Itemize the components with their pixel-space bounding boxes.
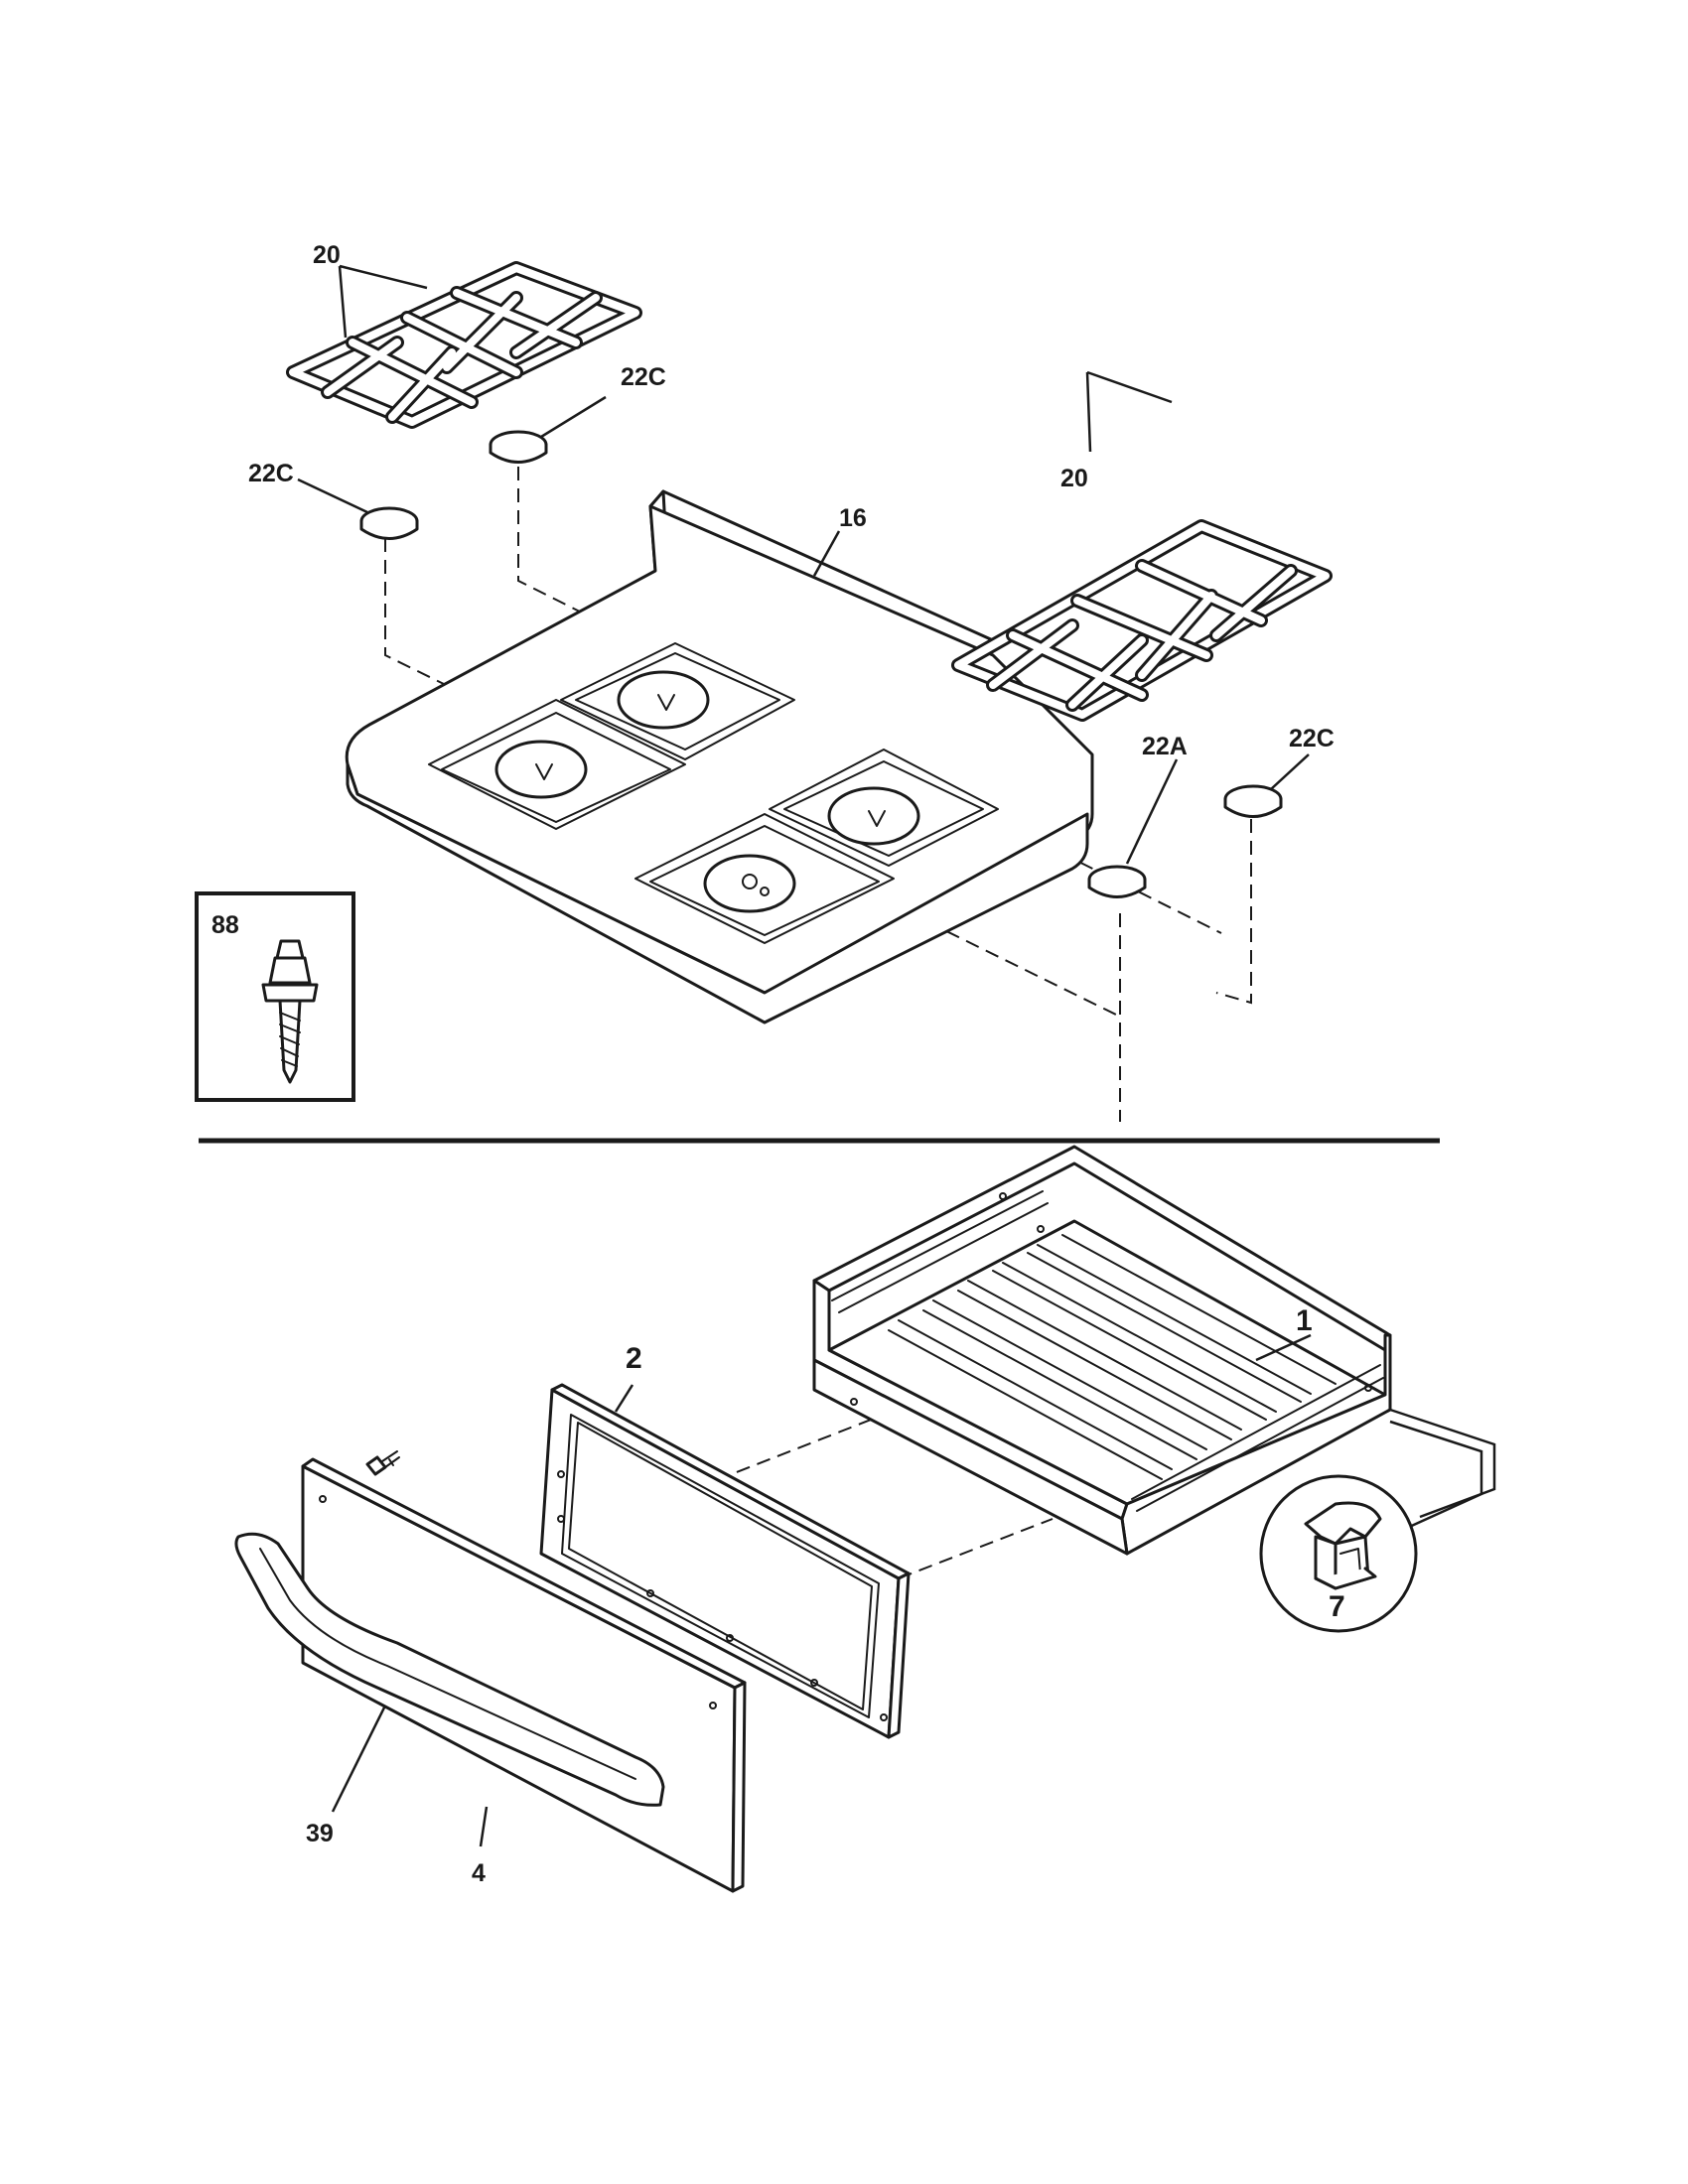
callout-7: 7 [1329,1590,1345,1623]
callout-1: 1 [1296,1304,1313,1337]
alignment-lines-bottom [654,1414,1054,1579]
burner-grate-right [951,519,1333,722]
clip-inset-circle [1259,1474,1418,1633]
cooktop [345,489,1094,1024]
callout-22c-upper: 22C [621,363,666,391]
callout-20-right: 20 [1060,465,1088,492]
bumper-22c-left [359,506,419,540]
bumper-22c-right [1223,784,1283,818]
callout-16: 16 [839,504,867,532]
burner-grate-left [286,261,642,429]
callout-2: 2 [626,1342,642,1375]
drawer-handle [234,1532,665,1807]
callout-39: 39 [306,1820,334,1847]
screw-small [365,1450,400,1476]
leaders-bottom [331,1333,1312,1847]
callout-22c-left: 22C [248,460,294,487]
screw-inset-box [195,891,355,1102]
bumper-22c-upper [489,430,548,464]
callout-22a: 22A [1142,733,1188,760]
callout-22c-right: 22C [1289,725,1335,752]
callout-88: 88 [211,911,239,939]
leaders-top [297,264,1310,865]
drawer-body [812,1145,1392,1556]
callout-20-left: 20 [313,241,341,269]
callout-4: 4 [472,1859,486,1887]
leaders-clip [1389,1408,1496,1531]
clip-icon [1304,1501,1382,1590]
drawer-liner-frame [539,1383,911,1739]
bumper-22a [1087,865,1147,898]
shoulder-screw-icon [261,939,319,1084]
